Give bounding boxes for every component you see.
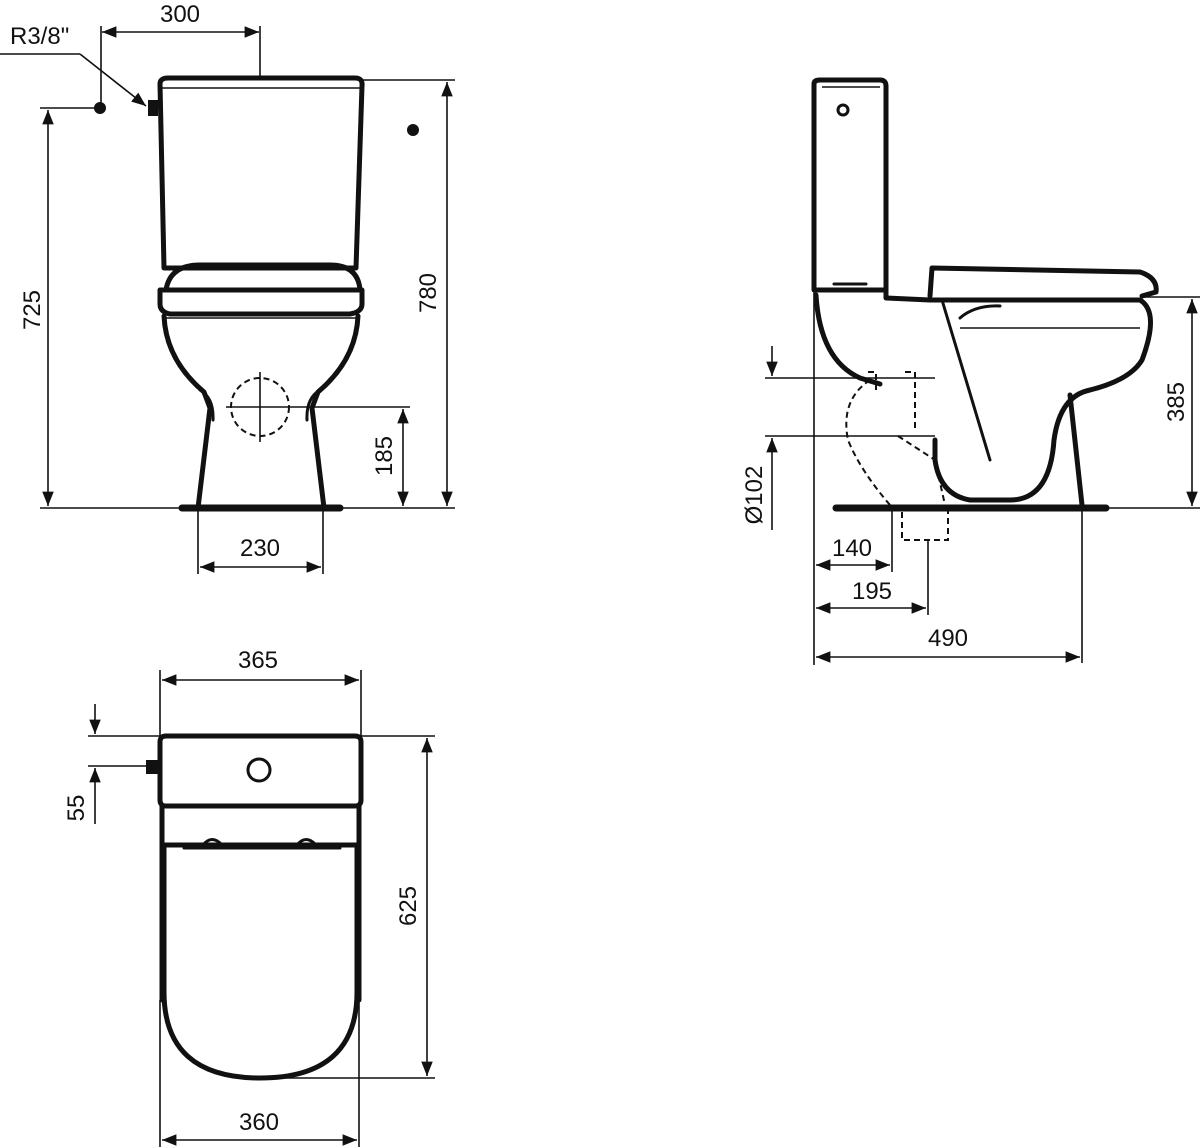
dim-cistern-width: 365 [238, 647, 278, 674]
dim-outlet-height: 185 [371, 436, 398, 476]
label-connection-thread: R3/8" [10, 23, 69, 50]
dim-outlet-diameter: Ø102 [741, 466, 768, 525]
bowl-front [161, 313, 361, 511]
dim-total-depth-side: 490 [928, 625, 968, 652]
dim-bowl-width: 360 [239, 1109, 279, 1136]
cistern-front [157, 75, 365, 271]
dim-total-depth-top: 625 [395, 886, 422, 926]
cistern-side [811, 77, 889, 293]
dim-supply-inset: 55 [63, 795, 90, 822]
cistern-top [157, 733, 364, 809]
dim-supply-offset: 300 [160, 1, 200, 28]
side-view: 385 Ø102 140 195 490 [741, 77, 1200, 665]
seat-front [163, 262, 363, 293]
dim-wall-to-outlet-min: 140 [832, 535, 872, 562]
dim-supply-height: 725 [19, 290, 46, 330]
front-view: R3/8" 300 725 780 185 230 [0, 1, 455, 574]
supply-connector [148, 100, 158, 116]
top-view: 365 55 625 360 [63, 647, 435, 1147]
bowl-side [813, 287, 1153, 503]
dim-total-height: 780 [415, 273, 442, 313]
seat-top [161, 842, 360, 1081]
dim-wall-to-outlet-center: 195 [852, 578, 892, 605]
dim-seat-height: 385 [1163, 382, 1190, 422]
dim-base-width: 230 [240, 535, 280, 562]
